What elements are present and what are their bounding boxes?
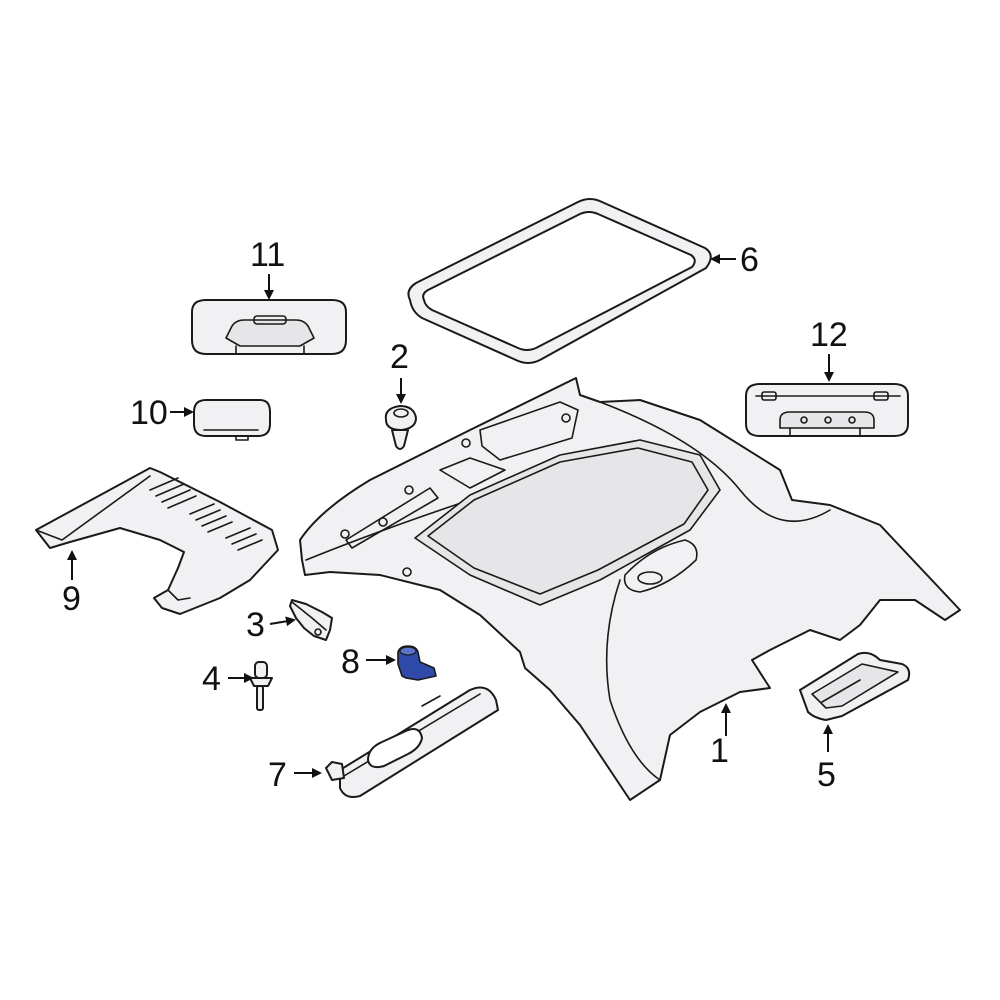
leader-3: [269, 616, 296, 627]
retainer-clip-part[interactable]: [384, 405, 417, 450]
callout-9: 9: [62, 580, 81, 618]
headliner-part[interactable]: [299, 377, 961, 801]
push-pin-part[interactable]: [249, 661, 273, 711]
visor-clip-part-highlighted[interactable]: [397, 645, 437, 681]
callout-8: 8: [341, 643, 360, 681]
bracket-part[interactable]: [289, 599, 333, 641]
callout-7: 7: [268, 756, 287, 794]
callout-12: 12: [810, 316, 848, 354]
leader-arrows: [67, 254, 834, 778]
dome-lamp-part[interactable]: [191, 299, 347, 355]
callout-4: 4: [202, 660, 221, 698]
callout-2: 2: [390, 338, 409, 376]
dome-lamp-lens-part[interactable]: [193, 399, 271, 441]
grab-handle-part[interactable]: [799, 651, 911, 721]
sunroof-seal-part[interactable]: [407, 198, 712, 364]
callout-3: 3: [246, 606, 265, 644]
callout-11: 11: [250, 236, 286, 274]
overhead-console-trim-part[interactable]: [35, 467, 279, 615]
callout-5: 5: [817, 756, 836, 794]
callout-1: 1: [710, 732, 729, 770]
overhead-console-part[interactable]: [745, 383, 909, 437]
callout-10: 10: [130, 394, 168, 432]
callout-6: 6: [740, 241, 759, 279]
sun-visor-part[interactable]: [325, 686, 499, 798]
